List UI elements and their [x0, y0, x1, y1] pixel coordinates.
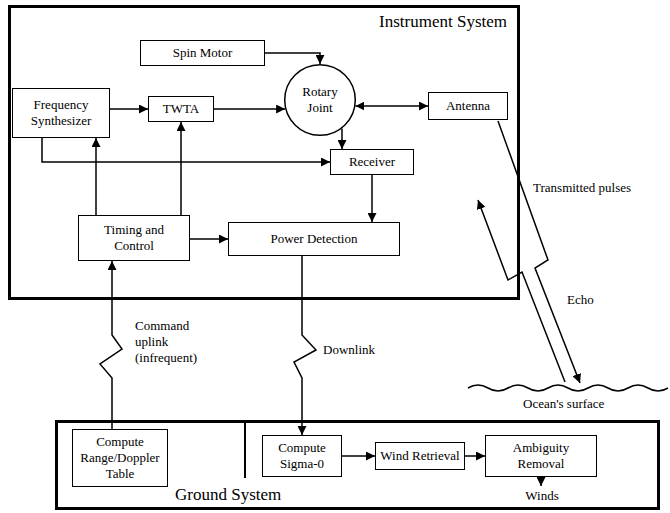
pulse-label: Echo	[566, 292, 595, 308]
signal-arrow	[190, 238, 228, 240]
output-label: Winds	[516, 488, 568, 504]
surface-label: Ocean's surface	[522, 396, 605, 412]
echo-pulse	[478, 200, 565, 382]
ground-divider	[244, 421, 246, 478]
box-label: Compute Range/Doppler Table	[77, 434, 163, 482]
box-label: Antenna	[446, 98, 490, 114]
process-box: Spin Motor	[140, 40, 265, 66]
system-region: Spin MotorFrequency Synthesizer TWTA Rotar…	[8, 5, 520, 300]
system-title: Instrument System	[379, 12, 507, 32]
link-label: Command uplink (infrequent)	[134, 318, 216, 366]
box-label: Rotary Joint	[294, 84, 346, 116]
box-label: Frequency Synthesizer	[17, 97, 105, 129]
signal-arrow	[100, 261, 122, 429]
process-box: Receiver	[330, 149, 414, 175]
link-label: Downlink	[322, 342, 376, 358]
process-box: Compute Sigma-0	[262, 435, 342, 477]
signal-arrow	[95, 138, 97, 215]
signal-arrow	[355, 105, 428, 107]
signal-arrow	[465, 455, 485, 457]
box-label: Wind Retrieval	[380, 448, 459, 464]
rotary-circle: Rotary Joint	[284, 64, 356, 136]
process-box: Timing and Control	[78, 215, 190, 261]
signal-arrow	[341, 128, 343, 149]
pulse-label: Transmitted pulses	[532, 180, 632, 196]
box-label: Receiver	[349, 154, 395, 170]
signal-arrow	[265, 53, 320, 64]
box-label: Ambiguity Removal	[490, 440, 592, 472]
system-region: Compute Range/Doppler Table Compute Sigma…	[55, 420, 660, 510]
process-box: Ambiguity Removal	[485, 435, 597, 477]
box-label: Compute Sigma-0	[267, 440, 337, 472]
process-box: Compute Range/Doppler Table	[72, 429, 168, 487]
circle-shape	[285, 65, 356, 136]
box-label: Power Detection	[270, 231, 357, 247]
signal-arrow	[214, 108, 285, 110]
transmitted-pulse	[498, 121, 580, 383]
signal-arrow	[180, 122, 182, 215]
box-label: TWTA	[163, 101, 200, 117]
signal-arrow	[110, 108, 148, 110]
signal-arrow	[42, 138, 330, 162]
process-box: Frequency Synthesizer	[12, 88, 110, 138]
process-box: TWTA	[148, 96, 214, 122]
signal-arrow	[371, 175, 373, 222]
system-title: Ground System	[175, 485, 281, 505]
box-label: Timing and Control	[83, 222, 185, 254]
ocean-wave	[468, 385, 668, 391]
signal-arrow	[294, 256, 316, 435]
process-box: Power Detection	[228, 222, 400, 256]
process-box: Wind Retrieval	[375, 442, 465, 470]
process-box: Antenna	[428, 92, 508, 120]
box-label: Spin Motor	[173, 45, 233, 61]
signal-arrow	[342, 455, 375, 457]
